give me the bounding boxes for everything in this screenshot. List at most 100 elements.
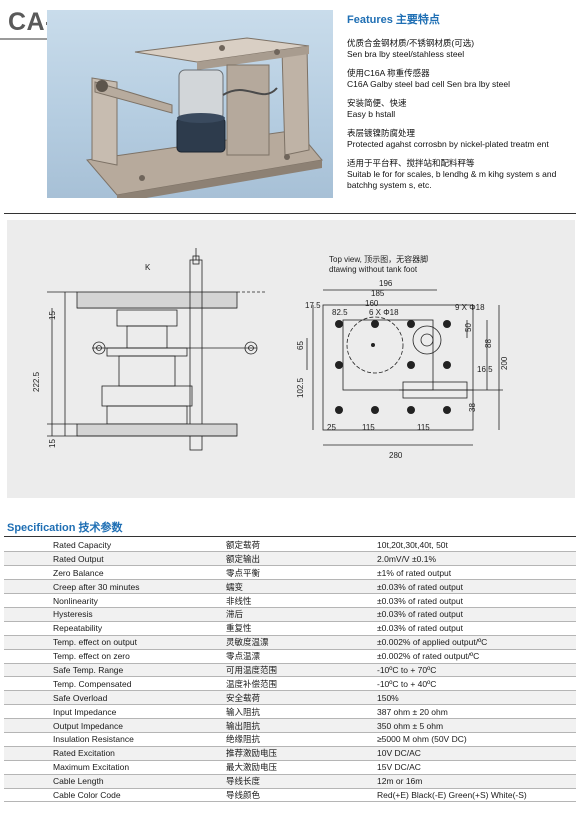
dim-label: 16.5 (477, 365, 493, 374)
feature-en: C16A Galby steel bad cell Sen bra lby st… (347, 79, 511, 89)
param-value: ±0.002% of applied output/ºC (377, 635, 576, 650)
dim-label: 17.5 (305, 301, 321, 310)
param-name-zh: 非线性 (226, 593, 377, 608)
param-value: 2.0mV/V ±0.1% (377, 551, 576, 567)
param-value: Red(+E) Black(-E) Green(+S) White(-S) (377, 788, 576, 803)
feature-zh: 适用于平台秤、搅拌站和配料秤等 (347, 158, 475, 168)
feature-item: 使用C16A 称重传感器 C16A Galby steel bad cell S… (347, 68, 575, 90)
param-name-zh: 安全载荷 (226, 690, 377, 706)
feature-item: 安装简便、快速 Easy b hstall (347, 98, 575, 120)
param-value: ≥5000 M ohm (50V DC) (377, 732, 576, 747)
dim-label: 15 (48, 311, 57, 320)
param-value: 12m or 16m (377, 774, 576, 789)
top-view-caption: Top view, 顶示图，无容器脚 (329, 254, 428, 264)
param-value: 10t,20t,30t,40t, 50t (377, 538, 576, 553)
dim-label: 65 (296, 341, 305, 350)
param-value: 350 ohm ± 5 ohm (377, 718, 576, 733)
param-value: -10ºC to + 40ºC (377, 676, 576, 692)
feature-en: Easy b hstall (347, 109, 396, 119)
product-photo (47, 10, 333, 203)
dim-label: 102.5 (296, 377, 305, 398)
features-heading: Features 主要特点 (347, 14, 440, 26)
param-name: Rated Excitation (4, 746, 226, 761)
dim-label: K (145, 263, 151, 272)
param-value: ±0.03% of rated output (377, 593, 576, 608)
dim-label: 280 (389, 451, 403, 460)
param-value: 150% (377, 690, 576, 706)
param-value: ±1% of rated output (377, 565, 576, 581)
param-name-zh: 额定载荷 (226, 538, 377, 553)
param-name-zh: 输出阻抗 (226, 718, 377, 733)
param-name-zh: 滞后 (226, 607, 377, 622)
param-name-zh: 绝缘阻抗 (226, 732, 377, 747)
dim-label: 200 (500, 356, 509, 370)
feature-en: Protected agahst corrosbn by nickel-plat… (347, 139, 549, 149)
param-value: 387 ohm ± 20 ohm (377, 704, 576, 720)
param-name: Safe Overload (4, 690, 226, 706)
spec-heading: Specification 技术参数 (7, 522, 123, 534)
spec-divider (4, 536, 576, 537)
dim-label: 50 (464, 323, 473, 332)
param-name: Maximum Excitation (4, 760, 226, 775)
param-value: ±0.002% of rated output/ºC (377, 649, 576, 664)
dim-label: 88 (484, 339, 493, 348)
param-name: Temp. effect on output (4, 635, 226, 650)
param-name-zh: 灵敏度温漂 (226, 635, 377, 650)
param-name: Rated Output (4, 551, 226, 567)
top-view-caption: dtawing without tank foot (329, 265, 418, 274)
param-name: Insulation Resistance (4, 732, 226, 747)
param-name-zh: 导线颜色 (226, 788, 377, 803)
dim-label: 115 (417, 423, 430, 432)
dim-label: 15 (48, 439, 57, 448)
dim-label: 38 (468, 403, 477, 412)
param-name: Output Impedance (4, 718, 226, 733)
param-name-zh: 重复性 (226, 621, 377, 636)
feature-zh: 优质合金钢材质/不锈钢材质(可选) (347, 38, 475, 48)
feature-zh: 使用C16A 称重传感器 (347, 68, 430, 78)
feature-item: 表层镀镍防腐处理 Protected agahst corrosbn by ni… (347, 128, 575, 150)
param-name: Zero Balance (4, 565, 226, 581)
feature-item: 适用于平台秤、搅拌站和配料秤等 Suitab le for for scales… (347, 158, 575, 191)
param-name: Cable Color Code (4, 788, 226, 803)
section-divider (4, 213, 576, 214)
load-cell-mount-illustration (86, 37, 323, 203)
param-name-zh: 零点平衡 (226, 565, 377, 581)
dim-label: 6 X Φ18 (369, 308, 399, 317)
technical-drawing: K 15 222.5 15 Top view, 顶示图，无容器脚 dtawing… (7, 220, 575, 498)
param-name-zh: 导线长度 (226, 774, 377, 789)
dim-label: 9 X Φ18 (455, 303, 485, 312)
feature-item: 优质合金钢材质/不锈钢材质(可选) Sen bra lby steel/stah… (347, 38, 575, 60)
param-name-zh: 可用温度范围 (226, 663, 377, 678)
dim-label: 82.5 (332, 308, 348, 317)
param-value: 10V DC/AC (377, 746, 576, 761)
param-name-zh: 温度补偿范围 (226, 676, 377, 692)
dim-label: 185 (371, 289, 385, 298)
feature-zh: 安装简便、快速 (347, 98, 407, 108)
dim-label: 196 (379, 279, 393, 288)
param-name: Input Impedance (4, 704, 226, 720)
feature-en: Sen bra lby steel/stahless steel (347, 49, 465, 59)
param-name: Repeatability (4, 621, 226, 636)
param-name: Cable Length (4, 774, 226, 789)
feature-en: Suitab le for for scales, b lendhg & m k… (347, 169, 557, 190)
dim-label: 160 (365, 299, 379, 308)
feature-zh: 表层镀镍防腐处理 (347, 128, 416, 138)
dim-label: 222.5 (32, 371, 41, 392)
features-section: Features 主要特点 优质合金钢材质/不锈钢材质(可选) Sen bra … (347, 11, 575, 199)
